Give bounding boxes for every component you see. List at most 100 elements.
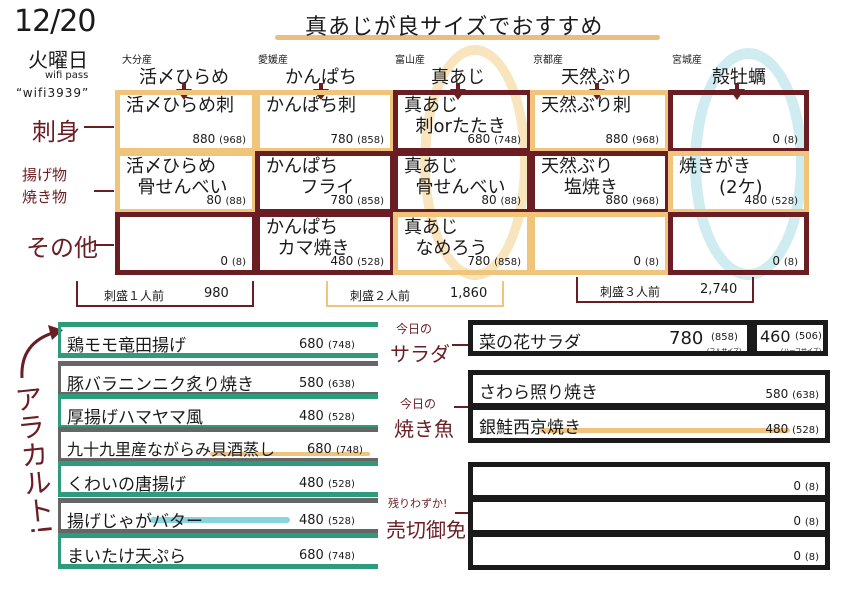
menu-cell: 真あじ 刺orたたき 680 (748) [393, 90, 532, 153]
dish-price: 780 (858) [330, 132, 384, 146]
salad-full-tax: (858) [711, 332, 738, 343]
dish-price: 880 (968) [605, 193, 659, 207]
dish-price: 480 (528) [330, 254, 384, 268]
soldout-box: 0 (8) [468, 532, 830, 570]
alacarte-item-name: 九十九里産ながらみ貝酒蒸し [67, 440, 276, 459]
menu-cell: 0 (8) [115, 212, 257, 275]
fish-name: 真あじ [431, 67, 485, 88]
menu-cell: かんぱち カマ焼き 480 (528) [255, 212, 395, 275]
menu-cell: 活〆ひらめ 骨せんべい 80 (88) [115, 151, 257, 214]
fish-name: 活〆ひらめ [139, 67, 229, 88]
platter-label: 刺盛３人前 [600, 285, 661, 299]
wifi-label: wifi pass [45, 70, 89, 81]
down-arrow-icon [735, 83, 739, 91]
weekday: 火曜日 [28, 48, 88, 72]
salad-name: 菜の花サラダ [479, 333, 581, 353]
connector-line [452, 344, 468, 346]
row-label-other: その他 [26, 234, 98, 262]
row-label-sashimi: 刺身 [32, 118, 80, 146]
dish-price: 780 (858) [467, 254, 521, 268]
soldout-label: 売切御免 [386, 518, 466, 542]
grilled-fish-name: 銀鮭西京焼き [479, 418, 581, 438]
salad-box: 菜の花サラダ 780 (858) (フルサイズ) [468, 320, 752, 356]
salad-half-price: 460 [760, 327, 791, 346]
dish-price: 0 (8) [220, 254, 246, 268]
menu-cell: 真あじ なめろう 780 (858) [393, 212, 532, 275]
menu-cell: かんぱち刺 780 (858) [255, 90, 395, 153]
down-arrow-icon [319, 83, 323, 91]
alacarte-item-name: まいたけ天ぷら [67, 547, 186, 567]
menu-cell: 0 (8) [530, 212, 670, 275]
platter-label: 刺盛２人前 [350, 289, 411, 303]
date: 12/20 [14, 4, 96, 39]
grilled-fish-price: 480 (528) [765, 422, 819, 436]
page-title: 真あじが良サイズでおすすめ [305, 15, 604, 40]
origin-label: 富山産 [395, 55, 425, 66]
connector-line [94, 190, 114, 192]
menu-cell: 天然ぶり 塩焼き 880 (968) [530, 151, 670, 214]
platter-box: 刺盛３人前 2,740 [576, 277, 754, 303]
dish-name: 真あじ 刺orたたき [404, 95, 506, 137]
wifi-password: “wifi3939” [16, 86, 90, 100]
origin-label: 大分産 [122, 55, 152, 66]
grilled-fish-box: 銀鮭西京焼き 480 (528) [468, 405, 830, 443]
dish-name: 焼きがき (2ケ) [679, 156, 763, 198]
alacarte-item: 厚揚げハマヤマ風 480 (528) [58, 394, 378, 430]
dish-price: 0 (8) [633, 254, 659, 268]
origin-label: 宮城産 [672, 55, 702, 66]
down-arrow-icon [595, 83, 599, 91]
dish-name: 活〆ひらめ刺 [126, 95, 234, 116]
alacarte-item-price: 480 (528) [299, 476, 355, 491]
soldout-label-small: 残りわずか! [388, 497, 448, 510]
dish-price: 480 (528) [744, 193, 798, 207]
menu-cell: 天然ぶり刺 880 (968) [530, 90, 670, 153]
down-arrow-icon [456, 83, 460, 91]
alacarte-item-name: くわいの唐揚げ [67, 475, 186, 495]
platter-box: 刺盛２人前 1,860 [326, 281, 504, 307]
menu-cell: 活〆ひらめ刺 880 (968) [115, 90, 257, 153]
platter-box: 刺盛１人前 980 [76, 281, 254, 307]
dish-price: 80 (88) [206, 193, 246, 207]
dish-price: 0 (8) [772, 132, 798, 146]
down-arrow-icon [182, 83, 186, 91]
fish-name: 天然ぶり [561, 67, 633, 88]
dish-name: 天然ぶり 塩焼き [541, 156, 618, 198]
alacarte-label: アラカルト! [9, 383, 58, 537]
dish-price: 780 (858) [330, 193, 384, 207]
dish-name: かんぱち カマ焼き [266, 217, 350, 259]
soldout-price: 0 (8) [793, 479, 819, 493]
platter-price: 1,860 [450, 286, 488, 301]
alacarte-item-name: 揚げじゃがバター [67, 512, 203, 532]
highlight-stroke [150, 517, 290, 523]
dish-name: 天然ぶり刺 [541, 95, 631, 116]
soldout-box: 0 (8) [468, 497, 830, 535]
grilled-fish-label-small: 今日の [400, 397, 437, 411]
alacarte-item-price: 680 (748) [299, 337, 355, 352]
highlight-stroke [540, 428, 790, 433]
fish-name: 殻牡蠣 [712, 67, 766, 88]
dish-name: かんぱち フライ [266, 156, 355, 198]
alacarte-item-name: 厚揚げハマヤマ風 [67, 408, 203, 428]
alacarte-item-name: 鶏モモ竜田揚げ [67, 336, 186, 356]
alacarte-item-price: 680 (748) [299, 548, 355, 563]
menu-cell: かんぱち フライ 780 (858) [255, 151, 395, 214]
grilled-fish-name: さわら照り焼き [479, 383, 598, 403]
salad-full-note: (フルサイズ) [707, 348, 742, 355]
menu-cell: 0 (8) [668, 212, 809, 275]
menu-cell: 0 (8) [668, 90, 809, 153]
connector-line [84, 126, 114, 128]
grilled-fish-price: 580 (638) [765, 387, 819, 401]
dish-price: 80 (88) [481, 193, 521, 207]
alacarte-item-price: 480 (528) [299, 409, 355, 424]
dish-price: 680 (748) [467, 132, 521, 146]
soldout-price: 0 (8) [793, 549, 819, 563]
menu-cell: 焼きがき (2ケ) 480 (528) [668, 151, 809, 214]
origin-label: 愛媛産 [258, 55, 288, 66]
fish-name: かんぱち [285, 67, 357, 88]
title-underline [275, 35, 660, 40]
alacarte-item: まいたけ天ぷら 680 (748) [58, 533, 378, 569]
alacarte-item: 豚バラニンニク炙り焼き 580 (638) [58, 361, 378, 397]
dish-price: 880 (968) [192, 132, 246, 146]
connector-line [94, 244, 114, 246]
salad-half-box: 460 (506) (ハーフサイズ) [752, 320, 828, 356]
